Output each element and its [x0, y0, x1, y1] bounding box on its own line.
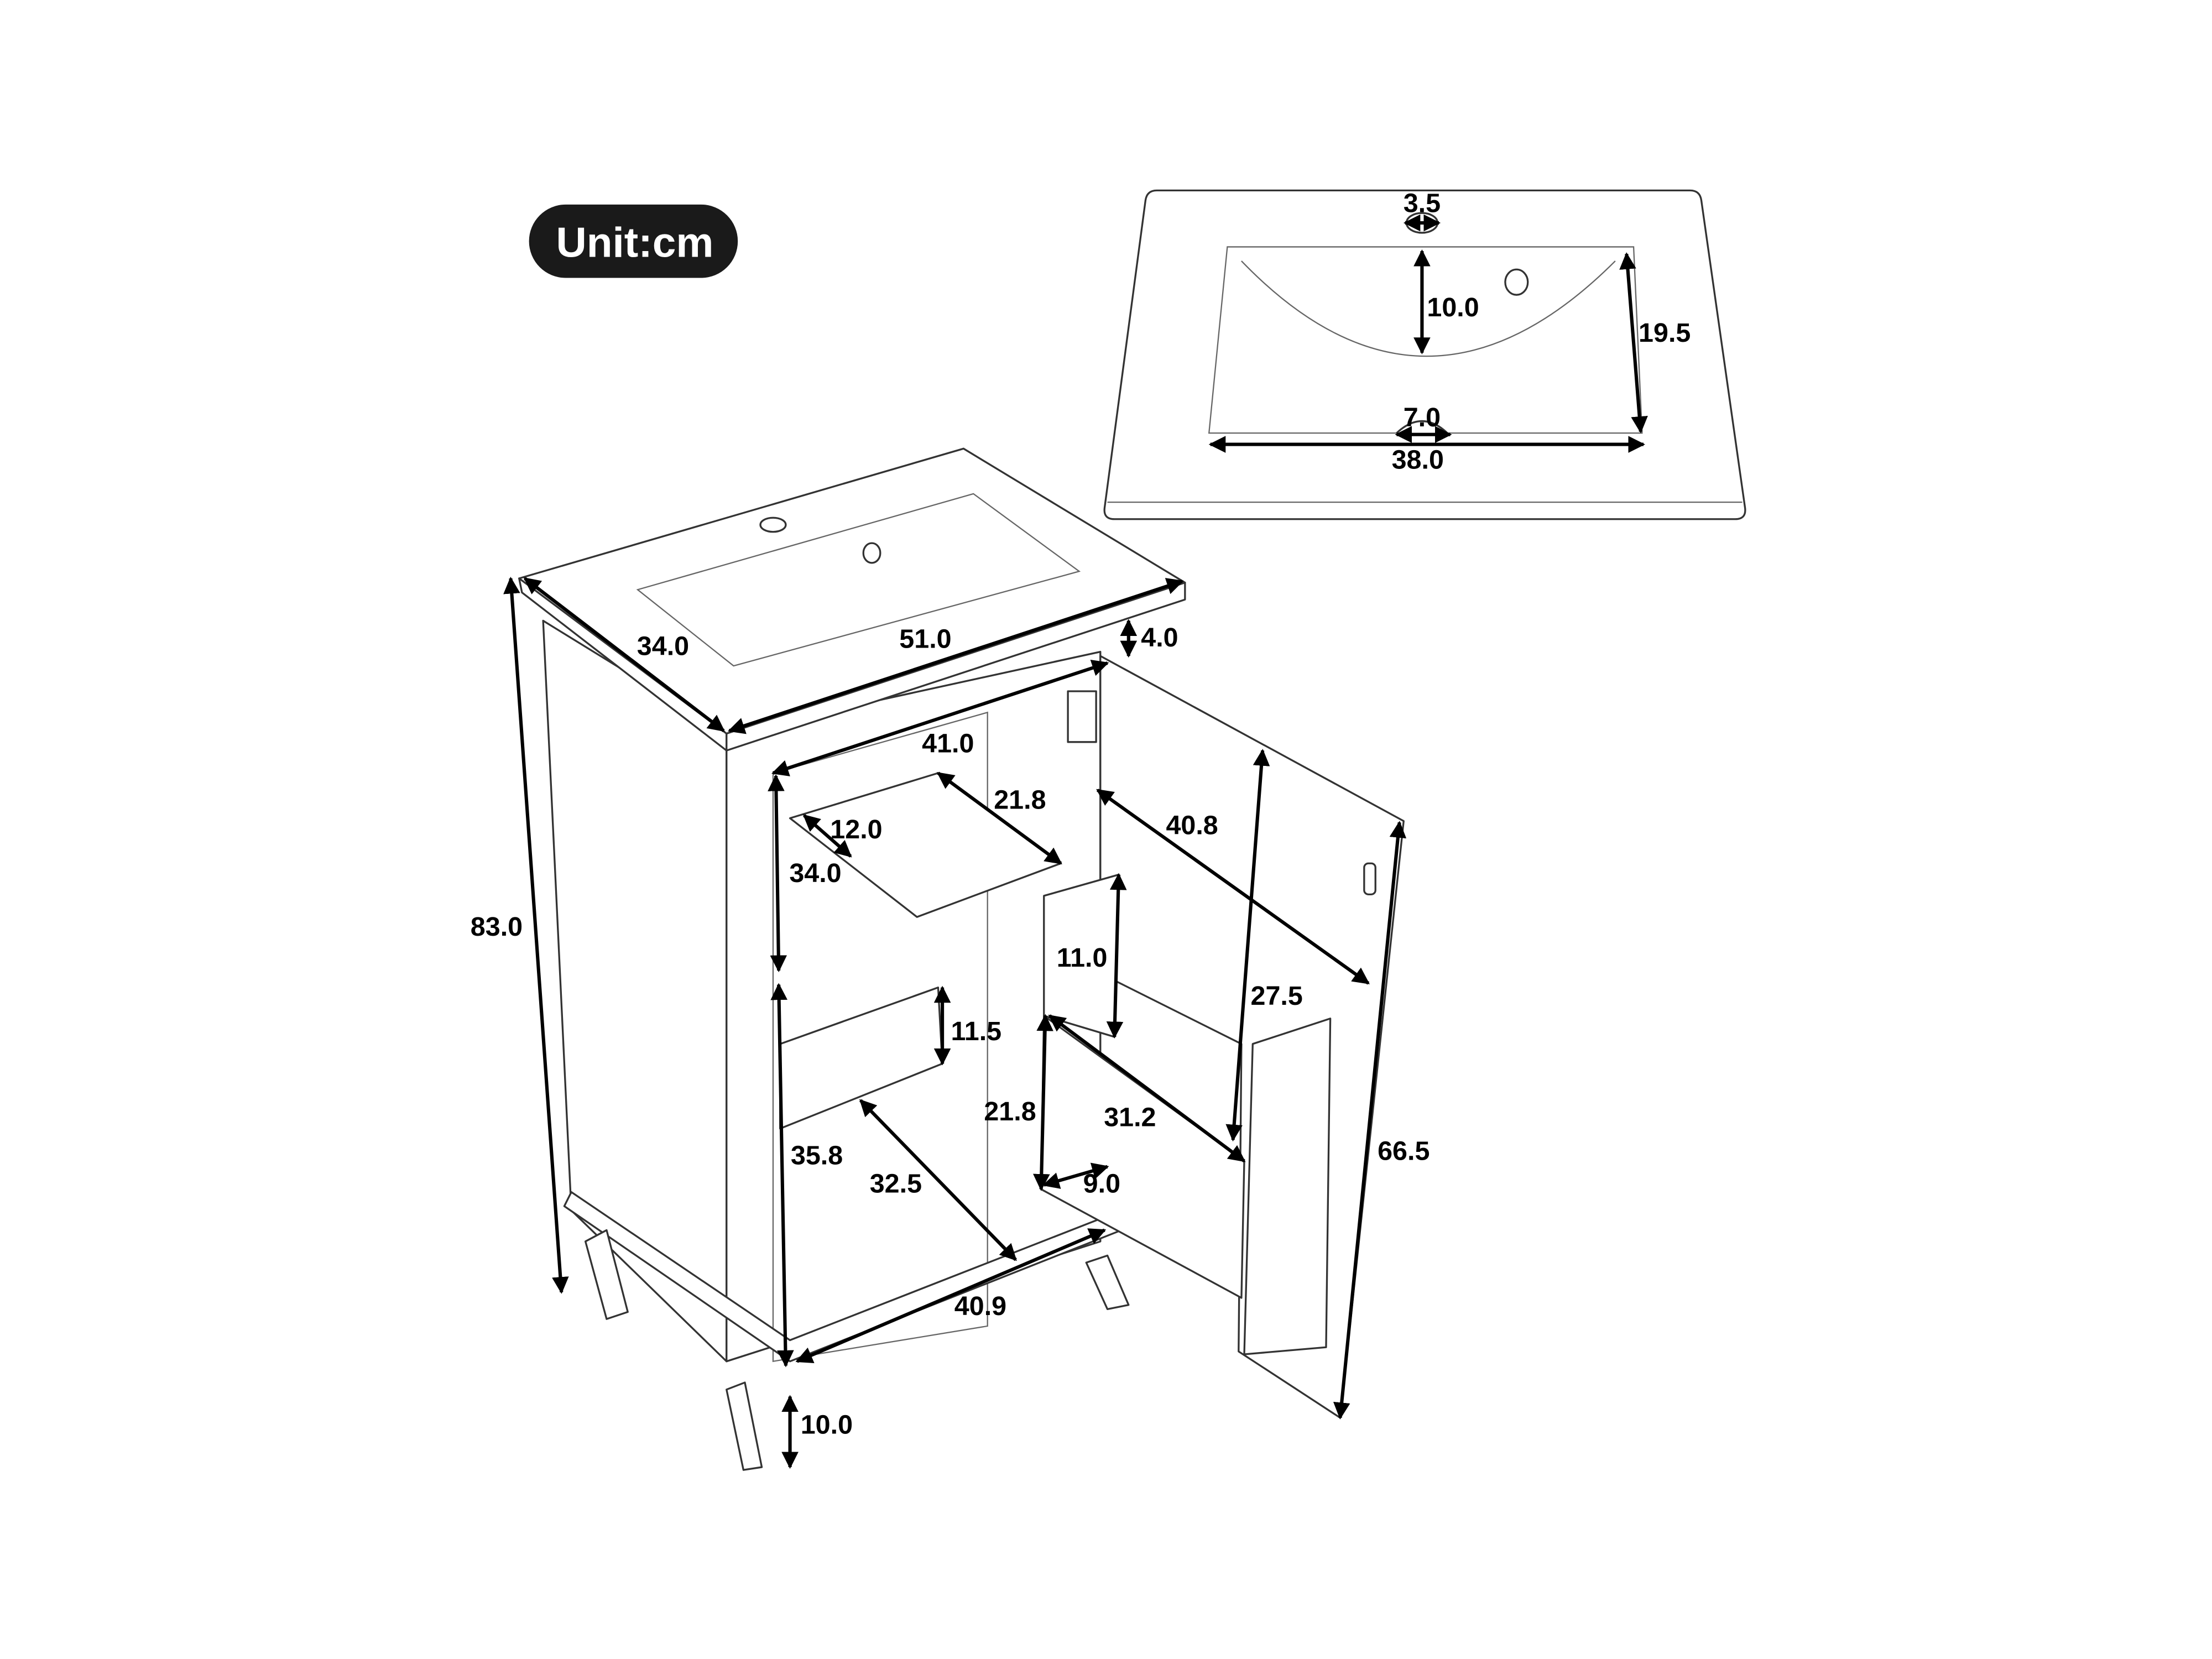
unit-badge-background — [529, 204, 738, 278]
dim-basin-length — [1619, 252, 1648, 434]
dim-total-height — [503, 576, 569, 1294]
label-upper-shelf-depth: 21.8 — [994, 785, 1046, 815]
label-basin-length: 19.5 — [1639, 318, 1691, 348]
leg-right — [1085, 1254, 1130, 1311]
unit-badge-text: Unit:cm — [556, 219, 714, 266]
label-door-shelf-width: 31.2 — [1104, 1102, 1156, 1132]
dim-bottom-width — [795, 1228, 1107, 1364]
hinge-icon — [1067, 690, 1097, 743]
label-door-shelf-upper-height: 11.0 — [1057, 943, 1108, 973]
label-inner-width: 41.0 — [922, 728, 974, 758]
label-shelf-lip: 12.0 — [830, 815, 882, 844]
dim-door-shelf-upper-height — [1106, 873, 1127, 1039]
dim-upper-shelf-depth — [936, 771, 1062, 865]
label-basin-width: 38.0 — [1392, 445, 1444, 475]
label-lower-height: 35.8 — [791, 1140, 843, 1170]
label-door-height: 66.5 — [1378, 1136, 1430, 1166]
label-top-depth: 34.0 — [637, 631, 689, 661]
label-door-inner-height: 27.5 — [1251, 981, 1303, 1011]
overflow-icon — [862, 542, 881, 564]
leg-front — [726, 1381, 763, 1471]
label-drain: 7.0 — [1404, 403, 1441, 432]
leg-back — [585, 1229, 629, 1320]
dim-lower-height — [770, 983, 794, 1368]
dim-top-depth — [523, 577, 726, 732]
sink-top-view: 3.5 10.0 19.5 7.0 38.0 — [1103, 188, 1746, 520]
cabinet-dimensions: 83.0 34.0 51.0 4.0 41.0 21.8 12.0 34.0 4… — [471, 576, 1430, 1469]
dim-upper-height — [768, 774, 787, 973]
label-lower-back-height: 11.5 — [951, 1016, 1001, 1046]
dim-door-shelf-lower-height — [1033, 1014, 1053, 1191]
label-top-width: 51.0 — [899, 624, 951, 654]
sink-basin-curve — [1241, 260, 1616, 357]
door-panel-frame — [1243, 1018, 1332, 1355]
unit-badge: Unit:cm — [529, 204, 738, 278]
overflow-icon — [1504, 268, 1529, 296]
dim-door-shelf-width — [1048, 1014, 1246, 1162]
label-top-thickness: 4.0 — [1141, 623, 1178, 653]
label-leg-height: 10.0 — [801, 1410, 853, 1440]
label-faucet-hole: 3.5 — [1404, 188, 1441, 218]
label-bottom-width: 40.9 — [954, 1291, 1006, 1321]
dim-door-height — [1333, 821, 1407, 1420]
label-door-shelf-lower-height: 21.8 — [984, 1097, 1036, 1126]
label-upper-height: 34.0 — [789, 858, 841, 888]
door-latch-icon — [1363, 862, 1376, 896]
label-door-shelf-depth: 9.0 — [1083, 1168, 1120, 1198]
faucet-hole-icon — [759, 517, 787, 533]
label-total-height: 83.0 — [471, 912, 523, 942]
label-bottom-depth: 32.5 — [870, 1168, 922, 1198]
dim-inner-width — [771, 660, 1109, 776]
label-basin-depth: 10.0 — [1427, 293, 1479, 322]
label-door-diagonal: 40.8 — [1166, 810, 1218, 840]
door-shelf-lower — [1040, 1015, 1245, 1299]
dim-shelf-lip — [802, 814, 852, 858]
dim-door-shelf-depth — [1042, 1162, 1109, 1189]
